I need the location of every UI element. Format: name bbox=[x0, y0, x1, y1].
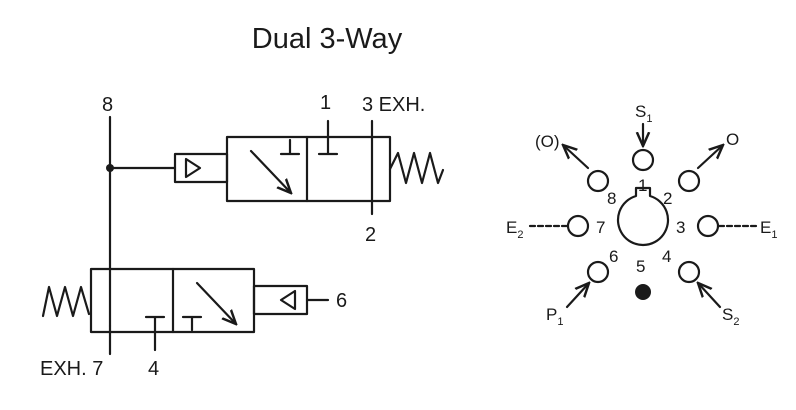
schematic-labels: 8 1 3 EXH. 2 6 EXH. 7 4 bbox=[40, 92, 425, 380]
lower-flow-diagonal bbox=[195, 281, 236, 324]
port-number-1: 1 bbox=[638, 176, 647, 195]
lower-blocked-port-b bbox=[181, 315, 203, 332]
label-port-1: 1 bbox=[320, 92, 331, 114]
arrow-p1-in bbox=[565, 283, 589, 309]
page-title: Dual 3-Way bbox=[252, 23, 403, 55]
upper-spring bbox=[388, 151, 445, 185]
port-number-5: 5 bbox=[636, 257, 645, 276]
port-circle-8 bbox=[586, 169, 610, 193]
label-e1: E1 bbox=[760, 218, 777, 241]
lower-blocked-port-a bbox=[144, 315, 166, 352]
port-circle-1 bbox=[631, 148, 655, 172]
label-s2: S2 bbox=[722, 305, 739, 328]
center-bore bbox=[616, 186, 670, 247]
port-circle-4 bbox=[677, 260, 701, 284]
label-port-2: 2 bbox=[365, 224, 376, 246]
label-exh-7: EXH. 7 bbox=[40, 358, 103, 380]
port-pinout bbox=[528, 122, 758, 309]
label-o-paren: (O) bbox=[535, 132, 560, 151]
port-circle-7 bbox=[566, 214, 590, 238]
label-p1: P1 bbox=[546, 305, 563, 328]
upper-valve-body bbox=[225, 135, 392, 203]
port-number-6: 6 bbox=[609, 247, 618, 266]
port-number-7: 7 bbox=[596, 218, 605, 237]
arrow-o-out bbox=[696, 145, 723, 170]
port-circle-6 bbox=[586, 260, 610, 284]
lower-pilot-triangle bbox=[279, 289, 297, 311]
label-port-6: 6 bbox=[336, 290, 347, 312]
label-port-3-exh: 3 EXH. bbox=[362, 94, 425, 116]
valve-schematic bbox=[41, 115, 445, 356]
pinout-labels: S1 O (O) E2 E1 P1 S2 bbox=[506, 102, 777, 328]
upper-blocked-port-b bbox=[317, 119, 339, 156]
port-number-8: 8 bbox=[607, 189, 616, 208]
pinout-numbers: 1 2 3 4 5 6 7 8 bbox=[596, 176, 685, 276]
port-dot-5 bbox=[635, 284, 651, 300]
lower-valve bbox=[41, 267, 330, 356]
upper-blocked-port-a bbox=[279, 138, 301, 156]
lower-spring bbox=[41, 285, 91, 318]
upper-flow-diagonal bbox=[249, 149, 291, 193]
port-circle-3 bbox=[696, 214, 720, 238]
arrow-o-paren-out bbox=[563, 145, 590, 170]
port-number-4: 4 bbox=[662, 247, 671, 266]
port-number-2: 2 bbox=[663, 189, 672, 208]
label-o: O bbox=[726, 130, 739, 149]
upper-pilot-triangle bbox=[184, 157, 202, 179]
label-port-8: 8 bbox=[102, 94, 113, 116]
port-circle-2 bbox=[677, 169, 701, 193]
arrow-s2-in bbox=[698, 283, 722, 309]
label-port-4: 4 bbox=[148, 358, 159, 380]
label-s1: S1 bbox=[635, 102, 652, 125]
upper-valve bbox=[173, 119, 445, 216]
port-number-3: 3 bbox=[676, 218, 685, 237]
label-e2: E2 bbox=[506, 218, 523, 241]
